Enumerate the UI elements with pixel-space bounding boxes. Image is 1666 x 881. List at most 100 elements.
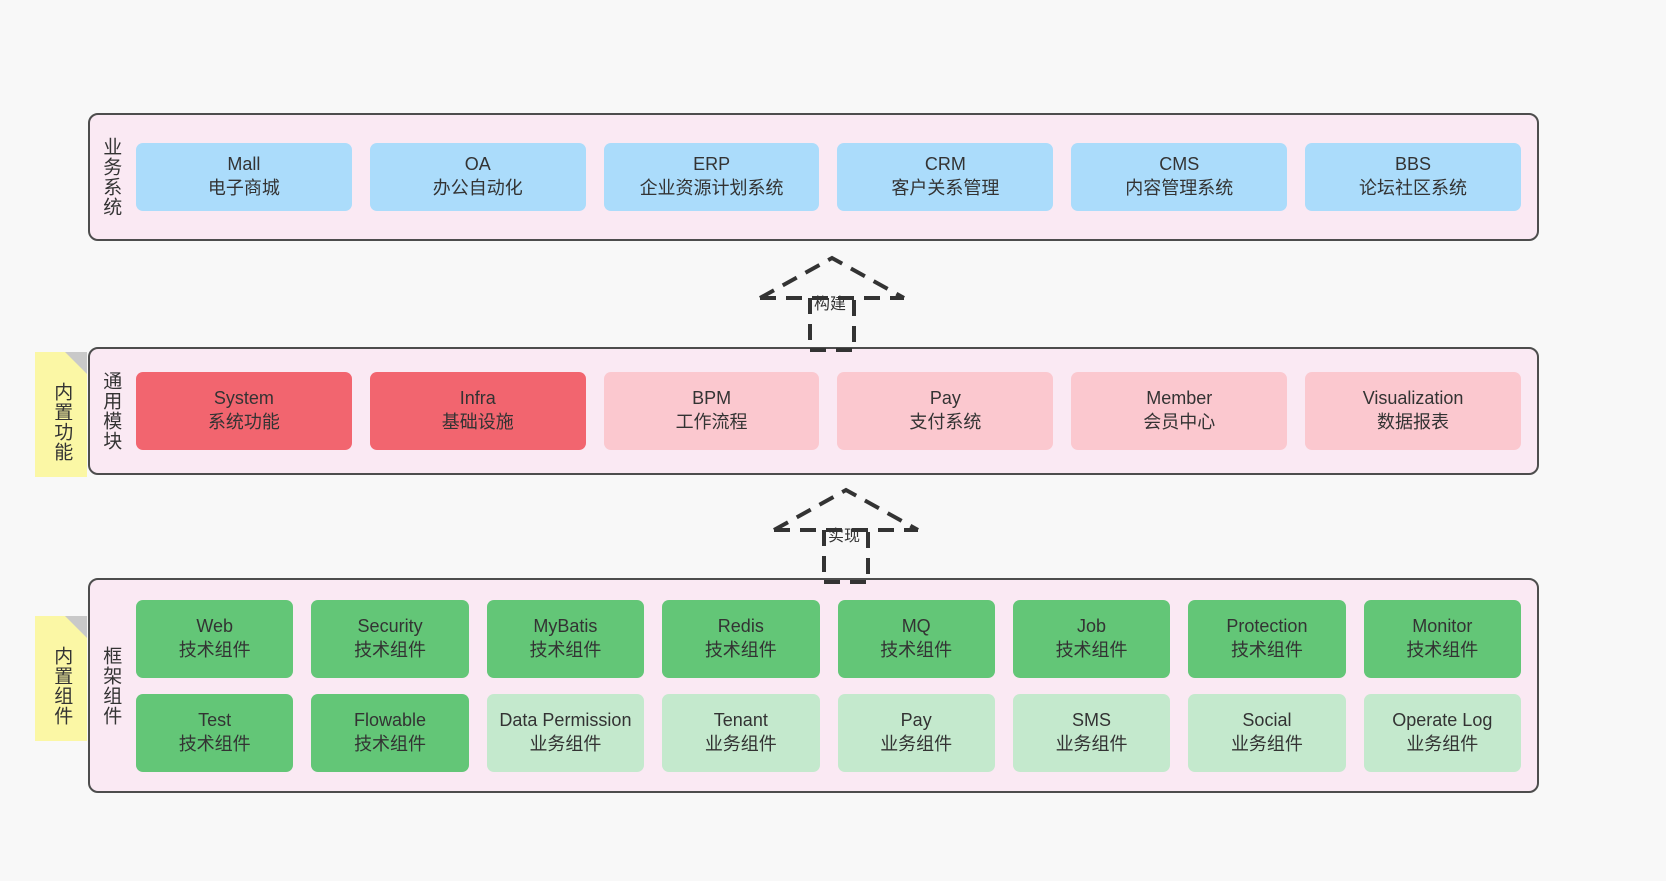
- node-title: Flowable: [354, 709, 427, 730]
- node-pay-module[interactable]: Pay 支付系统: [837, 372, 1054, 450]
- layer-body-business-systems: Mall 电子商城 OA 办公自动化 ERP 企业资源计划系统 CRM 客户关系…: [130, 115, 1537, 239]
- connector-implement-arrow: [773, 487, 919, 584]
- node-subtitle: 支付系统: [909, 412, 982, 432]
- layer-row: Test 技术组件 Flowable 技术组件 Data Permission …: [136, 693, 1521, 772]
- node-title: MQ: [901, 615, 931, 636]
- node-title: Social: [1242, 709, 1292, 730]
- node-title: Pay: [900, 709, 932, 730]
- node-subtitle: 技术组件: [1230, 639, 1303, 660]
- node-protection[interactable]: Protection 技术组件: [1188, 599, 1346, 678]
- node-oa[interactable]: OA 办公自动化: [369, 143, 586, 211]
- node-title: Protection: [1226, 615, 1308, 636]
- node-security[interactable]: Security 技术组件: [311, 599, 469, 678]
- node-crm[interactable]: CRM 客户关系管理: [837, 143, 1054, 211]
- node-subtitle: 技术组件: [529, 639, 602, 660]
- node-operate-log[interactable]: Operate Log 业务组件: [1363, 693, 1521, 772]
- node-title: Job: [1077, 615, 1107, 636]
- node-subtitle: 技术组件: [1406, 639, 1479, 660]
- layer-title-framework-components: 框架组件: [100, 645, 122, 726]
- node-tenant[interactable]: Tenant 业务组件: [662, 693, 820, 772]
- node-subtitle: 业务组件: [1055, 733, 1128, 754]
- node-mybatis[interactable]: MyBatis 技术组件: [486, 599, 645, 678]
- node-job[interactable]: Job 技术组件: [1012, 599, 1171, 678]
- note-builtin-components: 内置组件: [35, 616, 87, 741]
- node-title: Monitor: [1412, 615, 1473, 636]
- node-visualization[interactable]: Visualization 数据报表: [1305, 372, 1521, 450]
- node-subtitle: 系统功能: [207, 412, 280, 432]
- node-mall[interactable]: Mall 电子商城: [136, 143, 352, 211]
- node-title: ERP: [693, 154, 731, 175]
- node-subtitle: 企业资源计划系统: [639, 178, 784, 198]
- node-bbs[interactable]: BBS 论坛社区系统: [1305, 143, 1521, 211]
- node-social[interactable]: Social 业务组件: [1188, 693, 1346, 772]
- node-subtitle: 技术组件: [354, 733, 427, 754]
- node-title: Test: [198, 709, 232, 730]
- layer-row: Web 技术组件 Security 技术组件 MyBatis 技术组件 Redi…: [136, 599, 1521, 678]
- layer-body-common-modules: System 系统功能 Infra 基础设施 BPM 工作流程 Pay 支付系统…: [130, 349, 1537, 473]
- node-title: CMS: [1159, 154, 1200, 175]
- arrow-head-triangle-sides: [773, 487, 919, 532]
- node-subtitle: 技术组件: [178, 733, 251, 754]
- node-title: System: [213, 388, 274, 409]
- node-web[interactable]: Web 技术组件: [136, 599, 294, 678]
- note-label: 内置功能: [51, 381, 73, 462]
- node-subtitle: 业务组件: [529, 733, 602, 754]
- layer-row: System 系统功能 Infra 基础设施 BPM 工作流程 Pay 支付系统…: [136, 372, 1521, 450]
- node-member[interactable]: Member 会员中心: [1071, 372, 1288, 450]
- connector-implement-label: 实现: [828, 528, 861, 545]
- node-subtitle: 基础设施: [441, 412, 514, 432]
- node-pay-component[interactable]: Pay 业务组件: [837, 693, 995, 772]
- layer-title-common-modules: 通用模块: [100, 371, 122, 451]
- node-title: Pay: [929, 388, 961, 409]
- node-test[interactable]: Test 技术组件: [136, 693, 294, 772]
- node-subtitle: 会员中心: [1143, 412, 1216, 432]
- node-subtitle: 技术组件: [354, 639, 427, 660]
- node-monitor[interactable]: Monitor 技术组件: [1363, 599, 1521, 678]
- arrow-shaft: [822, 530, 870, 584]
- node-subtitle: 电子商城: [207, 178, 280, 198]
- node-data-permission[interactable]: Data Permission 业务组件: [486, 693, 645, 772]
- node-subtitle: 工作流程: [675, 412, 748, 432]
- node-cms[interactable]: CMS 内容管理系统: [1071, 143, 1288, 211]
- node-title: SMS: [1072, 709, 1112, 730]
- layer-framework-components: 框架组件 Web 技术组件 Security 技术组件 MyBatis 技术组件…: [88, 578, 1539, 793]
- node-mq[interactable]: MQ 技术组件: [837, 599, 995, 678]
- node-title: BBS: [1395, 154, 1432, 175]
- layer-row: Mall 电子商城 OA 办公自动化 ERP 企业资源计划系统 CRM 客户关系…: [136, 143, 1521, 211]
- layer-common-modules: 通用模块 System 系统功能 Infra 基础设施 BPM 工作流程 Pay…: [88, 347, 1539, 475]
- arrow-head-triangle-sides: [759, 255, 905, 300]
- node-subtitle: 办公自动化: [432, 178, 523, 198]
- node-subtitle: 技术组件: [704, 639, 777, 660]
- connector-build-label: 构建: [814, 296, 847, 313]
- node-title: Visualization: [1362, 388, 1464, 409]
- layer-title-business-systems: 业务系统: [100, 137, 122, 217]
- node-erp[interactable]: ERP 企业资源计划系统: [603, 143, 820, 211]
- node-subtitle: 数据报表: [1377, 412, 1450, 432]
- node-subtitle: 业务组件: [704, 733, 777, 754]
- node-subtitle: 业务组件: [1230, 733, 1303, 754]
- node-title: Tenant: [713, 709, 768, 730]
- node-flowable[interactable]: Flowable 技术组件: [311, 693, 469, 772]
- node-title: MyBatis: [533, 615, 598, 636]
- node-title: OA: [464, 154, 491, 175]
- arrow-shaft: [808, 298, 856, 352]
- node-sms[interactable]: SMS 业务组件: [1012, 693, 1171, 772]
- node-infra[interactable]: Infra 基础设施: [369, 372, 586, 450]
- node-subtitle: 业务组件: [1406, 733, 1479, 754]
- node-redis[interactable]: Redis 技术组件: [662, 599, 820, 678]
- node-title: Operate Log: [1392, 709, 1493, 730]
- node-subtitle: 内容管理系统: [1125, 178, 1234, 198]
- note-builtin-features: 内置功能: [35, 352, 87, 477]
- layer-body-framework-components: Web 技术组件 Security 技术组件 MyBatis 技术组件 Redi…: [130, 580, 1537, 791]
- node-system[interactable]: System 系统功能: [136, 372, 352, 450]
- node-subtitle: 业务组件: [880, 733, 953, 754]
- node-subtitle: 技术组件: [178, 639, 251, 660]
- node-title: Infra: [459, 388, 496, 409]
- node-subtitle: 客户关系管理: [891, 178, 1000, 198]
- node-subtitle: 论坛社区系统: [1359, 178, 1468, 198]
- node-title: Web: [196, 615, 234, 636]
- note-label: 内置组件: [51, 645, 73, 726]
- node-title: Mall: [227, 154, 261, 175]
- node-bpm[interactable]: BPM 工作流程: [603, 372, 820, 450]
